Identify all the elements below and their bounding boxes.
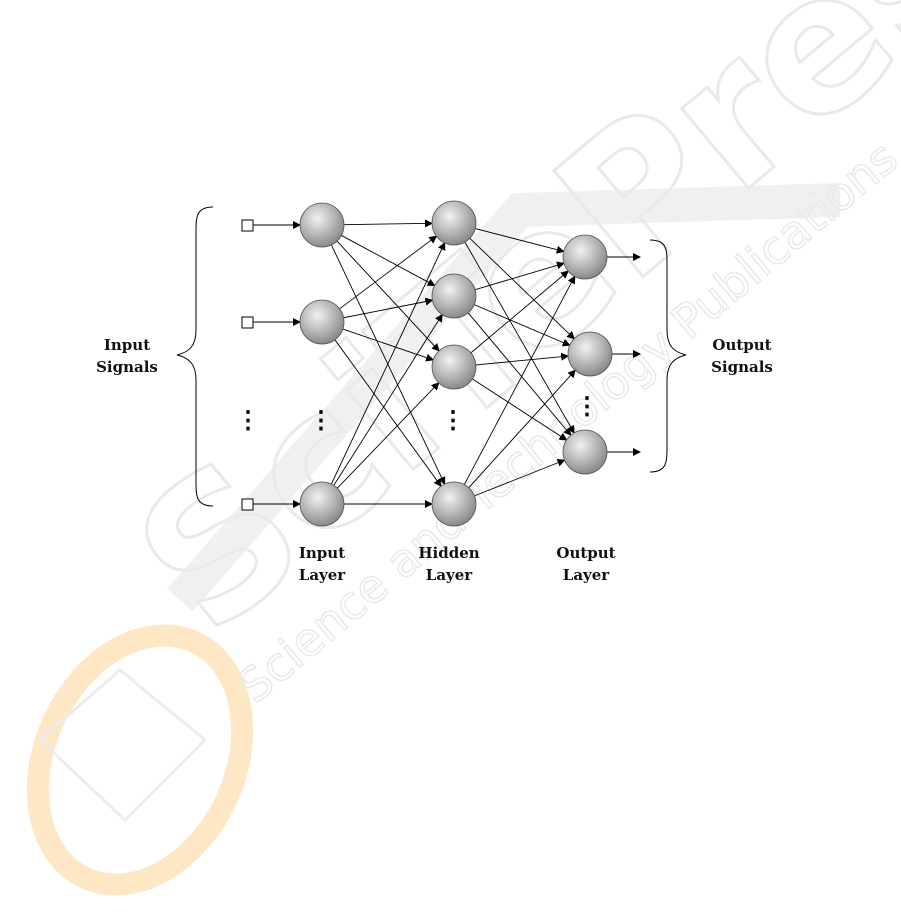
input-layer-line-2: Layer — [287, 564, 357, 586]
input-signal-square — [242, 499, 253, 510]
hidden-layer-ellipsis: ⋮ — [441, 405, 465, 434]
hidden-layer-node — [432, 482, 476, 526]
input-signals-label: Input Signals — [92, 334, 162, 378]
output-layer-node — [563, 430, 607, 474]
hidden-layer-node — [432, 345, 476, 389]
output-signals-label: Output Signals — [706, 334, 778, 378]
watermark-brand-text: SciTePress — [97, 0, 901, 674]
input-layer-node — [300, 300, 344, 344]
output-signals-line-1: Output — [706, 334, 778, 356]
hidden-layer-line-2: Layer — [413, 564, 485, 586]
output-signals-line-2: Signals — [706, 356, 778, 378]
input-layer-label: Input Layer — [287, 542, 357, 586]
input-signal-square — [242, 317, 253, 328]
hidden-layer-node — [432, 274, 476, 318]
input-layer-ellipsis: ⋮ — [309, 405, 333, 434]
input-signals-ellipsis: ⋮ — [236, 405, 260, 434]
input-layer-line-1: Input — [287, 542, 357, 564]
input-signals-line-2: Signals — [92, 356, 162, 378]
input-layer-node — [300, 203, 344, 247]
output-layer-line-2: Layer — [550, 564, 622, 586]
output-layer-ellipsis: ⋮ — [575, 391, 599, 420]
input-layer-node — [300, 482, 344, 526]
output-layer-node — [563, 235, 607, 279]
hidden-layer-line-1: Hidden — [413, 542, 485, 564]
output-layer-line-1: Output — [550, 542, 622, 564]
input-signal-square — [242, 220, 253, 231]
input-to-hidden-edge — [344, 223, 432, 224]
output-layer-node — [568, 332, 612, 376]
hidden-layer-node — [432, 201, 476, 245]
output-layer-label: Output Layer — [550, 542, 622, 586]
hidden-layer-label: Hidden Layer — [413, 542, 485, 586]
input-signals-line-1: Input — [92, 334, 162, 356]
